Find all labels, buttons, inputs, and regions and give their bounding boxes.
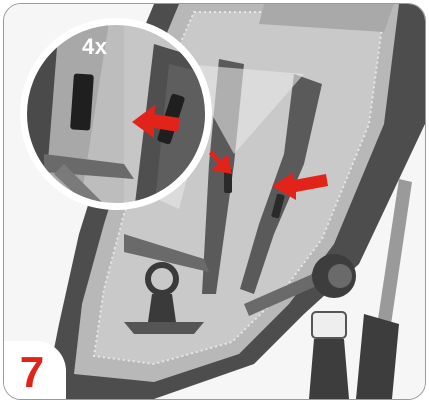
stroller-seat-illustration	[4, 4, 425, 399]
step-number: 7	[20, 351, 50, 399]
step-badge: 7	[4, 341, 66, 399]
slot-left	[70, 73, 94, 130]
zoom-count-label: 4x	[82, 34, 107, 60]
instruction-panel: 4x 7	[3, 3, 426, 400]
